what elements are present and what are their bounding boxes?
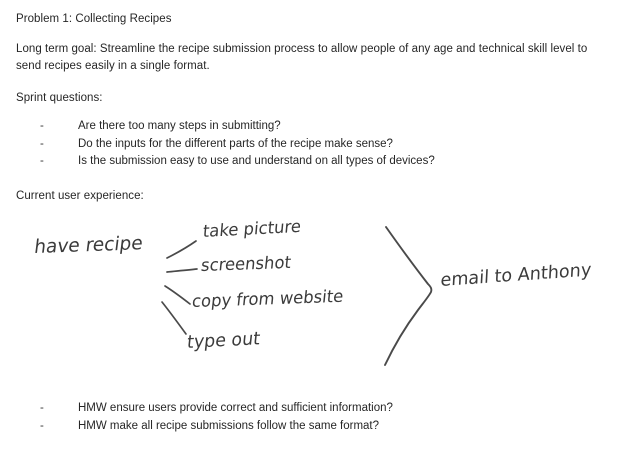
sketch-node-have-recipe: have recipe: [33, 232, 145, 258]
current-user-experience-label: Current user experience:: [16, 190, 144, 202]
list-item-label: Is the submission easy to use and unders…: [78, 155, 435, 167]
list-item: - Do the inputs for the different parts …: [16, 136, 614, 154]
connector-line-type-out: [161, 301, 187, 335]
sprint-questions-list: - Are there too many steps in submitting…: [16, 118, 614, 171]
sketch-node-type-out: type out: [186, 328, 262, 353]
bullet-dash-icon: -: [40, 155, 44, 167]
long-term-goal-paragraph: Long term goal: Streamline the recipe su…: [16, 43, 588, 72]
connector-line-take-picture: [166, 240, 197, 259]
list-item: - HMW ensure users provide correct and s…: [16, 400, 614, 418]
bullet-dash-icon: -: [40, 120, 44, 132]
bullet-dash-icon: -: [40, 419, 44, 432]
sketch-node-screenshot: screenshot: [200, 252, 292, 276]
connector-line-screenshot: [166, 268, 198, 273]
list-item-label: Do the inputs for the different parts of…: [78, 137, 393, 150]
list-item-label: HMW make all recipe submissions follow t…: [78, 419, 380, 432]
bullet-dash-icon: -: [40, 402, 44, 414]
brace-arrow-icon: [384, 226, 433, 366]
connector-line-copy-from-website: [164, 285, 191, 305]
list-item: - Are there too many steps in submitting…: [16, 118, 614, 136]
list-item: - Is the submission easy to use and unde…: [16, 153, 614, 171]
list-item-label: HMW ensure users provide correct and suf…: [78, 402, 393, 414]
bullet-dash-icon: -: [40, 137, 44, 150]
hmw-questions-list: - HMW ensure users provide correct and s…: [16, 400, 614, 435]
list-item-label: Are there too many steps in submitting?: [78, 120, 281, 132]
sprint-questions-label: Sprint questions:: [16, 92, 103, 104]
page-title: Problem 1: Collecting Recipes: [16, 13, 172, 25]
diagram-strokes: [161, 226, 433, 366]
handwritten-flow-diagram: have recipe take picture screenshot copy…: [0, 210, 630, 390]
list-item: - HMW make all recipe submissions follow…: [16, 418, 614, 436]
